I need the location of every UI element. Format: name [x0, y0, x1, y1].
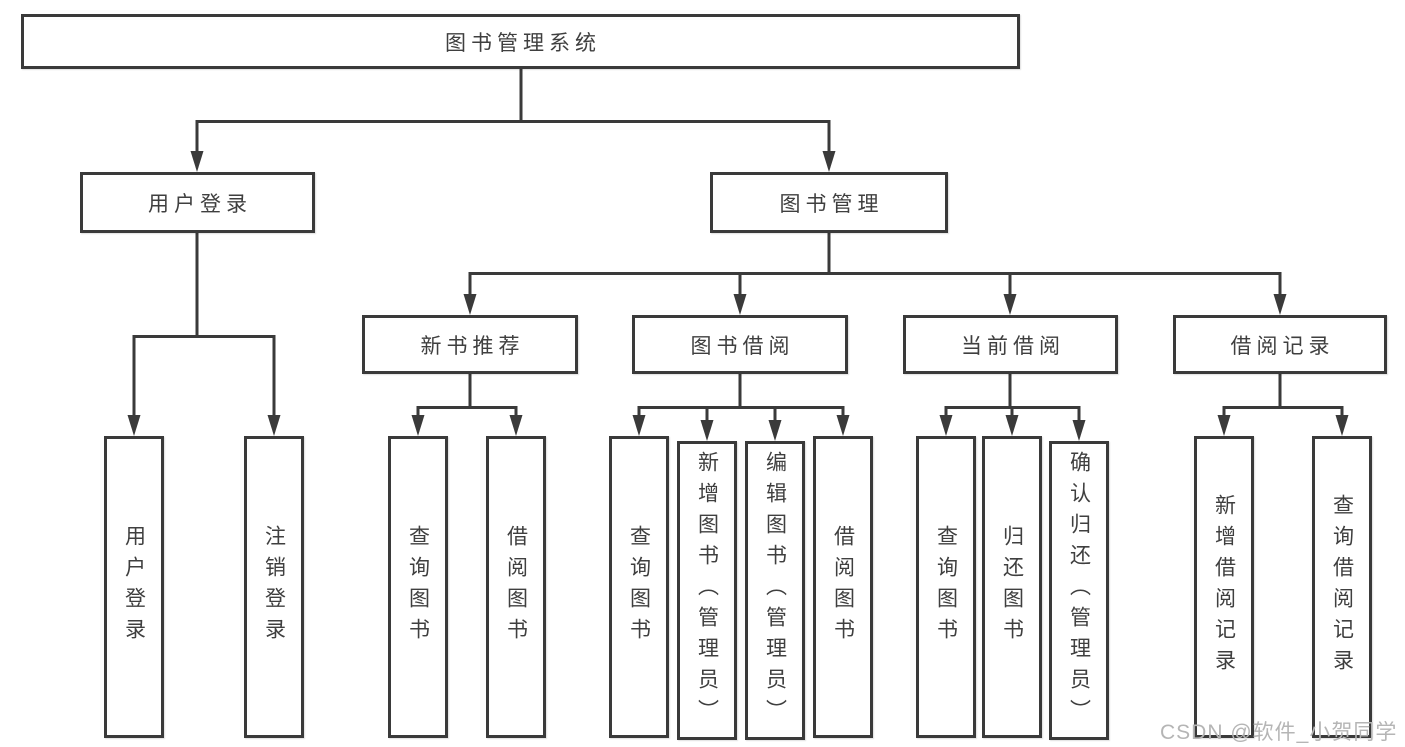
arrow-icon	[1072, 420, 1086, 441]
leaf-return-books: 归还图书	[982, 436, 1042, 738]
arrow-icon	[1003, 294, 1017, 315]
node-label: 查询图书	[406, 525, 430, 649]
node-new-book-recommend: 新书推荐	[362, 315, 578, 374]
connector-root-to-level2	[195, 68, 831, 153]
arrow-icon	[1217, 415, 1231, 436]
connector-newbook-to-leaves	[416, 374, 518, 417]
leaf-borrow-books: 借阅图书	[813, 436, 873, 738]
node-library-system: 图书管理系统	[21, 14, 1020, 69]
arrow-icon	[190, 151, 204, 172]
node-label: 新增借阅记录	[1212, 494, 1236, 680]
node-book-borrow: 图书借阅	[632, 315, 848, 374]
arrow-icon	[700, 420, 714, 441]
arrow-icon	[411, 415, 425, 436]
node-label: 用户登录	[148, 192, 252, 216]
node-label: 新增图书（管理员）	[695, 451, 719, 730]
arrow-icon	[1335, 415, 1349, 436]
node-label: 编辑图书（管理员）	[763, 451, 787, 730]
node-label: 借阅图书	[504, 525, 528, 649]
leaf-confirm-return-admin: 确认归还（管理员）	[1049, 441, 1109, 740]
leaf-query-borrow-record: 查询借阅记录	[1312, 436, 1372, 738]
arrow-icon	[939, 415, 953, 436]
leaf-borrow-books-recommend: 借阅图书	[486, 436, 546, 738]
node-label: 查询图书	[934, 525, 958, 649]
leaf-query-books-recommend: 查询图书	[388, 436, 448, 738]
leaf-add-borrow-record: 新增借阅记录	[1194, 436, 1254, 738]
arrow-icon	[768, 420, 782, 441]
node-borrow-records: 借阅记录	[1173, 315, 1387, 374]
leaf-user-login: 用户登录	[104, 436, 164, 738]
arrow-icon	[836, 415, 850, 436]
node-label: 图书管理	[779, 192, 884, 216]
node-label: 查询图书	[627, 525, 651, 649]
arrow-icon	[267, 415, 281, 436]
arrow-icon	[632, 415, 646, 436]
arrow-icon	[509, 415, 523, 436]
connector-bookborrow-to-leaves	[637, 374, 845, 422]
node-label: 借阅图书	[831, 525, 855, 649]
node-label: 当前借阅	[961, 334, 1065, 358]
leaf-query-books-borrow: 查询图书	[609, 436, 669, 738]
arrow-icon	[1273, 294, 1287, 315]
node-label: 借阅记录	[1230, 334, 1335, 358]
leaf-edit-books-admin: 编辑图书（管理员）	[745, 441, 805, 740]
leaf-logout: 注销登录	[244, 436, 304, 738]
node-label: 查询借阅记录	[1330, 494, 1354, 680]
node-label: 用户登录	[122, 525, 146, 649]
node-user-login: 用户登录	[80, 172, 315, 233]
arrow-icon	[1005, 415, 1019, 436]
connector-bookmgmt-to-level3	[468, 233, 1282, 297]
arrow-icon	[822, 151, 836, 172]
connector-records-to-leaves	[1222, 374, 1344, 417]
node-label: 图书管理系统	[445, 31, 601, 55]
watermark: CSDN @软件_小贺同学	[1160, 721, 1398, 744]
node-label: 确认归还（管理员）	[1067, 451, 1091, 730]
node-label: 新书推荐	[420, 334, 525, 358]
node-current-borrow: 当前借阅	[903, 315, 1118, 374]
arrow-icon	[733, 294, 747, 315]
connector-currentborrow-to-leaves	[944, 374, 1081, 422]
leaf-add-books-admin: 新增图书（管理员）	[677, 441, 737, 740]
node-label: 注销登录	[262, 525, 286, 649]
connector-userlogin-to-leaves	[132, 233, 276, 417]
node-label: 图书借阅	[690, 334, 795, 358]
leaf-query-books-current: 查询图书	[916, 436, 976, 738]
arrowheads	[127, 151, 1349, 441]
arrow-icon	[463, 294, 477, 315]
arrow-icon	[127, 415, 141, 436]
node-book-management: 图书管理	[710, 172, 948, 233]
node-label: 归还图书	[1000, 525, 1024, 649]
